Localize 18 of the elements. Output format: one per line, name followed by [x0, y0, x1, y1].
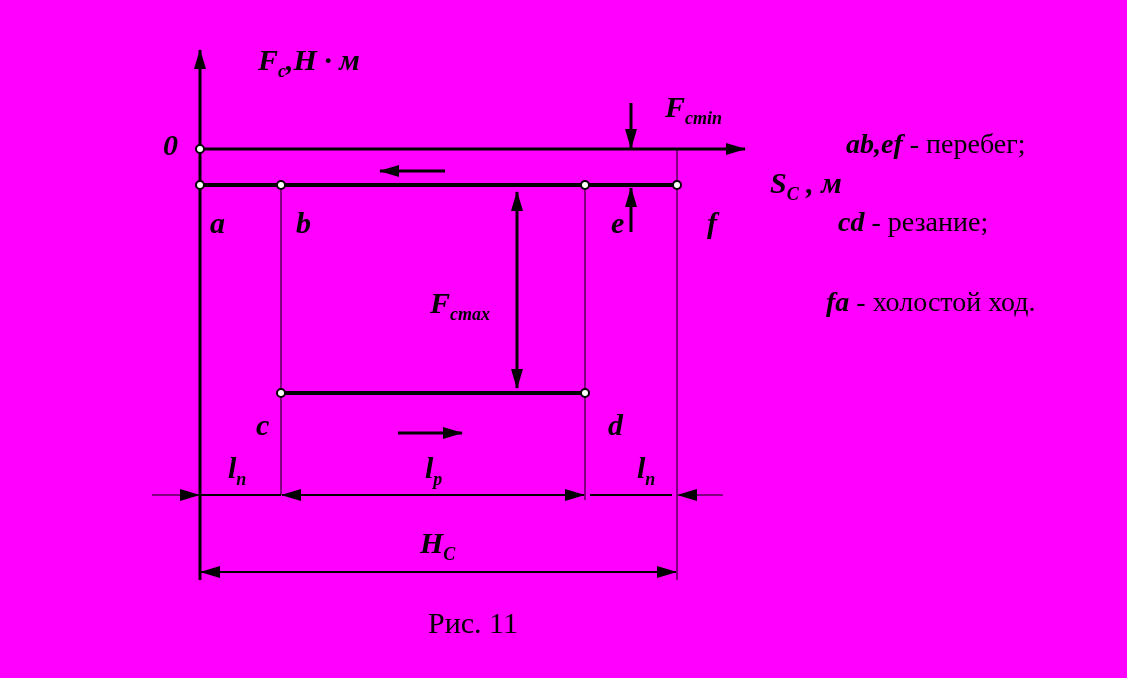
- dimension-label: H$_{C}$: [420, 528, 456, 563]
- point-label: e: [611, 208, 625, 238]
- point-label: a: [210, 208, 225, 238]
- figure-caption: Рис. 11: [428, 608, 518, 638]
- dimension-label: l$_{n}$: [637, 453, 656, 488]
- origin-label: 0: [163, 130, 178, 160]
- axis-label: F$_{c}$,H · м: [258, 45, 360, 80]
- legend-note: fa - холостой ход.: [826, 288, 1036, 316]
- legend-note: cd - резание;: [838, 208, 989, 236]
- dimension-label: l$_{p}$: [425, 453, 443, 488]
- legend-note: ab,ef - перебег;: [846, 130, 1026, 158]
- point-label: b: [296, 208, 311, 238]
- force-label: F$_{cmax}$: [430, 288, 490, 323]
- force-label: F$_{cmin}$: [665, 92, 723, 127]
- axis-label: S$_{C}$ , м: [770, 168, 842, 203]
- dimension-label: l$_{n}$: [228, 453, 247, 488]
- point-label: c: [256, 410, 270, 440]
- point-label: d: [608, 410, 623, 440]
